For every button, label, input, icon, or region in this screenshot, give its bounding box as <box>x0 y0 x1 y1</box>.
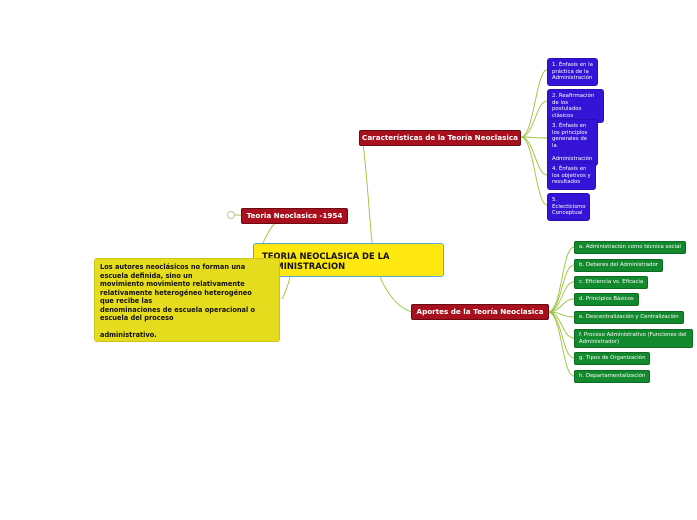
characteristic-item[interactable]: 2. Reafirmación de los postulados clásic… <box>547 89 604 123</box>
branch-contributions[interactable]: Aportes de la Teoría Neoclasica <box>411 304 549 320</box>
item-line: 3. Énfasis en <box>552 123 587 129</box>
item-line: e. Descentralización y Centralización <box>579 314 679 320</box>
item-line: 2. Reafirmación <box>552 93 595 99</box>
item-line: Administración <box>552 75 593 81</box>
contribution-item[interactable]: f. Proceso Administrativo (Funciones del… <box>574 329 693 348</box>
item-line: Conceptual <box>552 210 583 216</box>
note-line: denominaciones de escuela operacional o <box>100 305 256 314</box>
note-line: Los autores neoclásicos no forman una <box>100 263 246 271</box>
item-line: d. Principios Básicos <box>579 296 634 302</box>
collapse-toggle-icon[interactable] <box>227 211 235 219</box>
central-topic[interactable]: TEORIA NEOCLASICA DE LA ADMINISTRACION <box>253 243 444 277</box>
link-central-characteristics <box>361 136 373 244</box>
branch-contributions-label: Aportes de la Teoría Neoclasica <box>416 307 544 316</box>
item-line: de los postulados <box>552 99 582 113</box>
note-callout[interactable]: Los autores neoclásicos no forman una es… <box>94 258 280 342</box>
note-line: que recibe las <box>100 297 153 305</box>
item-line: práctica de la <box>552 68 589 75</box>
link-central-history <box>262 221 277 244</box>
item-line: b. Deberes del Administrador <box>579 262 658 268</box>
contribution-item[interactable]: g. Tipos de Organización <box>574 352 651 365</box>
contribution-item[interactable]: b. Deberes del Administrador <box>574 259 663 272</box>
central-topic-line-2: ADMINISTRACION <box>262 261 346 271</box>
link-central-note <box>281 276 291 300</box>
branch-history[interactable]: Teoria Neoclasica -1954 <box>241 208 348 224</box>
characteristic-item[interactable]: 5. Eclecticismo Conceptual <box>547 193 590 221</box>
branch-history-label: Teoria Neoclasica -1954 <box>246 211 343 220</box>
characteristic-item[interactable]: 3. Énfasis en los principios generales d… <box>547 119 598 166</box>
branch-characteristics[interactable]: Características de la Teoría Neoclasica <box>359 130 521 146</box>
contribution-item[interactable]: h. Departamentalización <box>574 370 651 383</box>
note-line: movimiento movimiento relativamente <box>100 280 245 288</box>
note-line: relativamente heterogéneo heterogéneo <box>100 288 252 297</box>
item-line: los objetivos y <box>552 172 591 179</box>
item-line: g. Tipos de Organización <box>579 355 646 361</box>
item-line: generales de la <box>552 136 588 149</box>
item-line: 5. <box>552 197 558 203</box>
item-line: Administración <box>552 155 593 162</box>
item-line: 1. Énfasis en la <box>552 62 593 68</box>
note-line: escuela del proceso <box>100 314 174 322</box>
characteristic-item[interactable]: 1. Énfasis en la práctica de la Administ… <box>547 58 598 86</box>
item-line: f. Proceso Administrativo (Funciones del <box>579 332 687 338</box>
contribution-item[interactable]: c. Eficiencia vs. Eficacia <box>574 276 649 289</box>
note-line: escuela definida, sino un <box>100 271 193 280</box>
item-line: clásicos <box>552 112 574 119</box>
contribution-item[interactable]: e. Descentralización y Centralización <box>574 311 684 324</box>
note-line <box>100 323 274 332</box>
note-line: administrativo. <box>100 331 157 339</box>
item-line: los principios <box>552 129 588 136</box>
item-line: 4. Énfasis en <box>552 166 587 172</box>
contribution-item[interactable]: d. Principios Básicos <box>574 293 639 306</box>
branch-characteristics-label: Características de la Teoría Neoclasica <box>362 133 518 142</box>
central-topic-line-1: TEORIA NEOCLASICA DE LA <box>262 251 390 261</box>
characteristic-item[interactable]: 4. Énfasis en los objetivos y resultados <box>547 162 596 190</box>
link-central-contributions <box>379 276 413 313</box>
item-line: a. Administración como técnica social <box>579 244 681 250</box>
item-line: Eclecticismo <box>552 203 586 210</box>
item-line: c. Eficiencia vs. Eficacia <box>579 279 644 285</box>
item-line: h. Departamentalización <box>579 373 646 379</box>
item-line: Administrador) <box>579 338 620 345</box>
contribution-item[interactable]: a. Administración como técnica social <box>574 241 686 254</box>
item-line: resultados <box>552 179 581 185</box>
